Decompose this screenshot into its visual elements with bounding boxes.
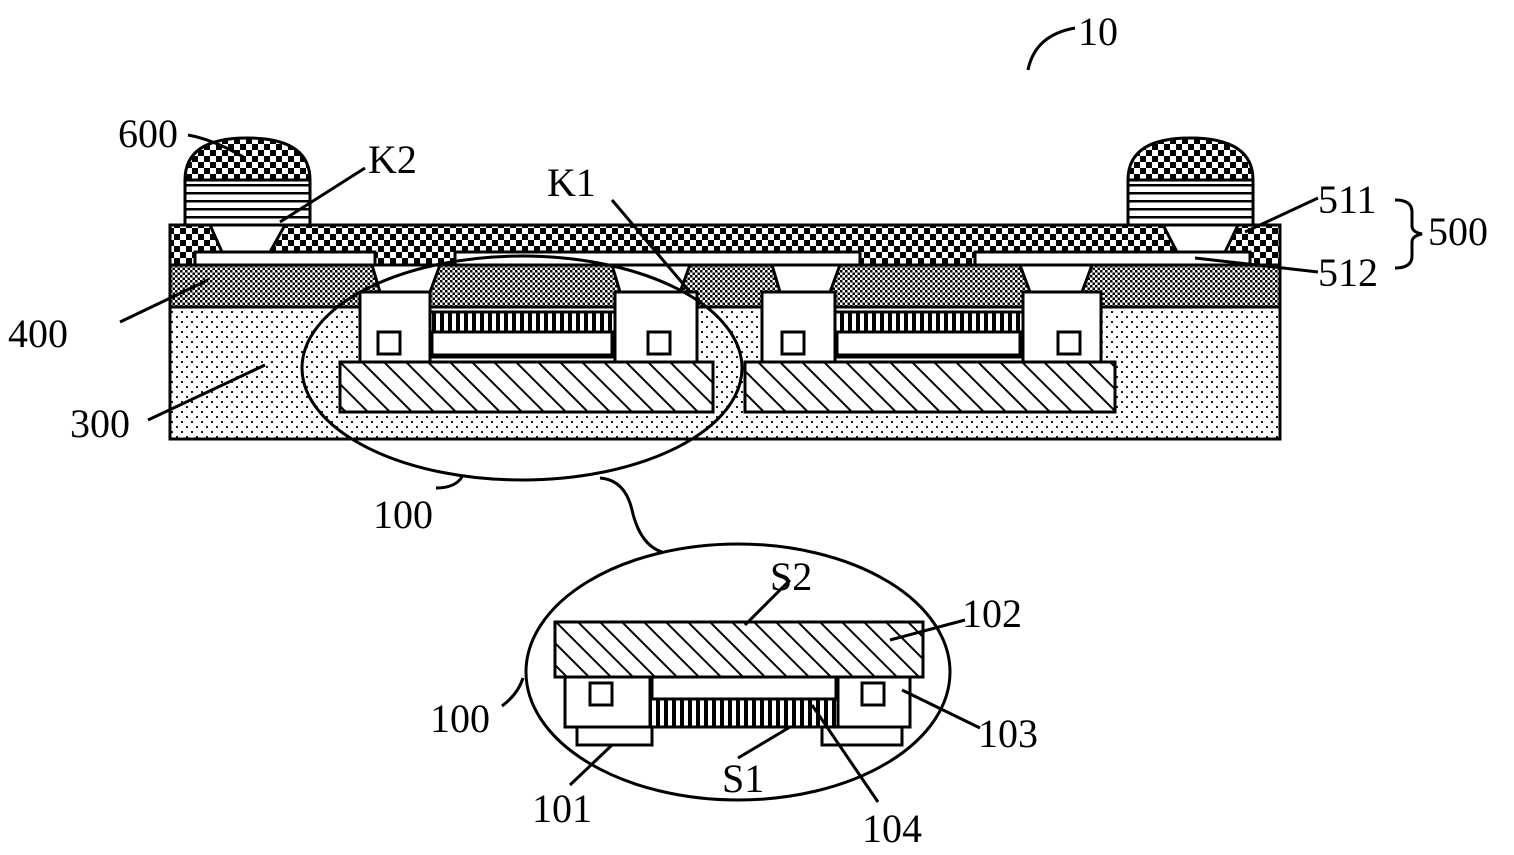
chip-left: [338, 290, 715, 414]
label-bump-600: 600: [118, 111, 178, 156]
substrate-102: [553, 620, 925, 679]
label-layer-511: 511: [1318, 177, 1377, 222]
chip-right: [743, 290, 1117, 414]
chip-detail: [553, 620, 925, 747]
solder-bump-right: [1126, 136, 1255, 227]
label-layer-512: 512: [1318, 250, 1378, 295]
detail-ellipse: [524, 542, 952, 802]
detail-connector-line: [599, 476, 663, 554]
brace-500: [1394, 198, 1423, 270]
label-part-103: 103: [978, 711, 1038, 756]
label-chip-100: 100: [373, 492, 433, 537]
label-layer-300: 300: [70, 401, 130, 446]
label-surface-s2: S2: [770, 554, 812, 599]
leader-lines: [119, 26, 1423, 803]
redistribution-layer-512: [193, 250, 1252, 267]
label-part-101: 101: [532, 786, 592, 831]
detail-callout-ellipse: [300, 254, 744, 482]
label-surface-s1: S1: [722, 756, 764, 801]
label-part-102: 102: [962, 591, 1022, 636]
via-k2-left: [207, 223, 288, 254]
label-via-k1: K1: [547, 160, 596, 205]
reference-labels: 10 600 K2 K1 511 512 500 400 300 100 100…: [8, 9, 1488, 851]
label-chip-detail-100: 100: [430, 696, 490, 741]
label-via-k2: K2: [368, 137, 417, 182]
via-k2-right: [1160, 223, 1241, 254]
pad-101-left: [575, 725, 654, 747]
label-part-104: 104: [862, 806, 922, 851]
label-package-10: 10: [1078, 9, 1118, 54]
solder-bump-left: [183, 136, 312, 227]
dielectric-layer-400: [168, 263, 1282, 309]
label-layer-group-500: 500: [1428, 209, 1488, 254]
pad-101-right: [820, 725, 904, 747]
label-layer-400: 400: [8, 311, 68, 356]
